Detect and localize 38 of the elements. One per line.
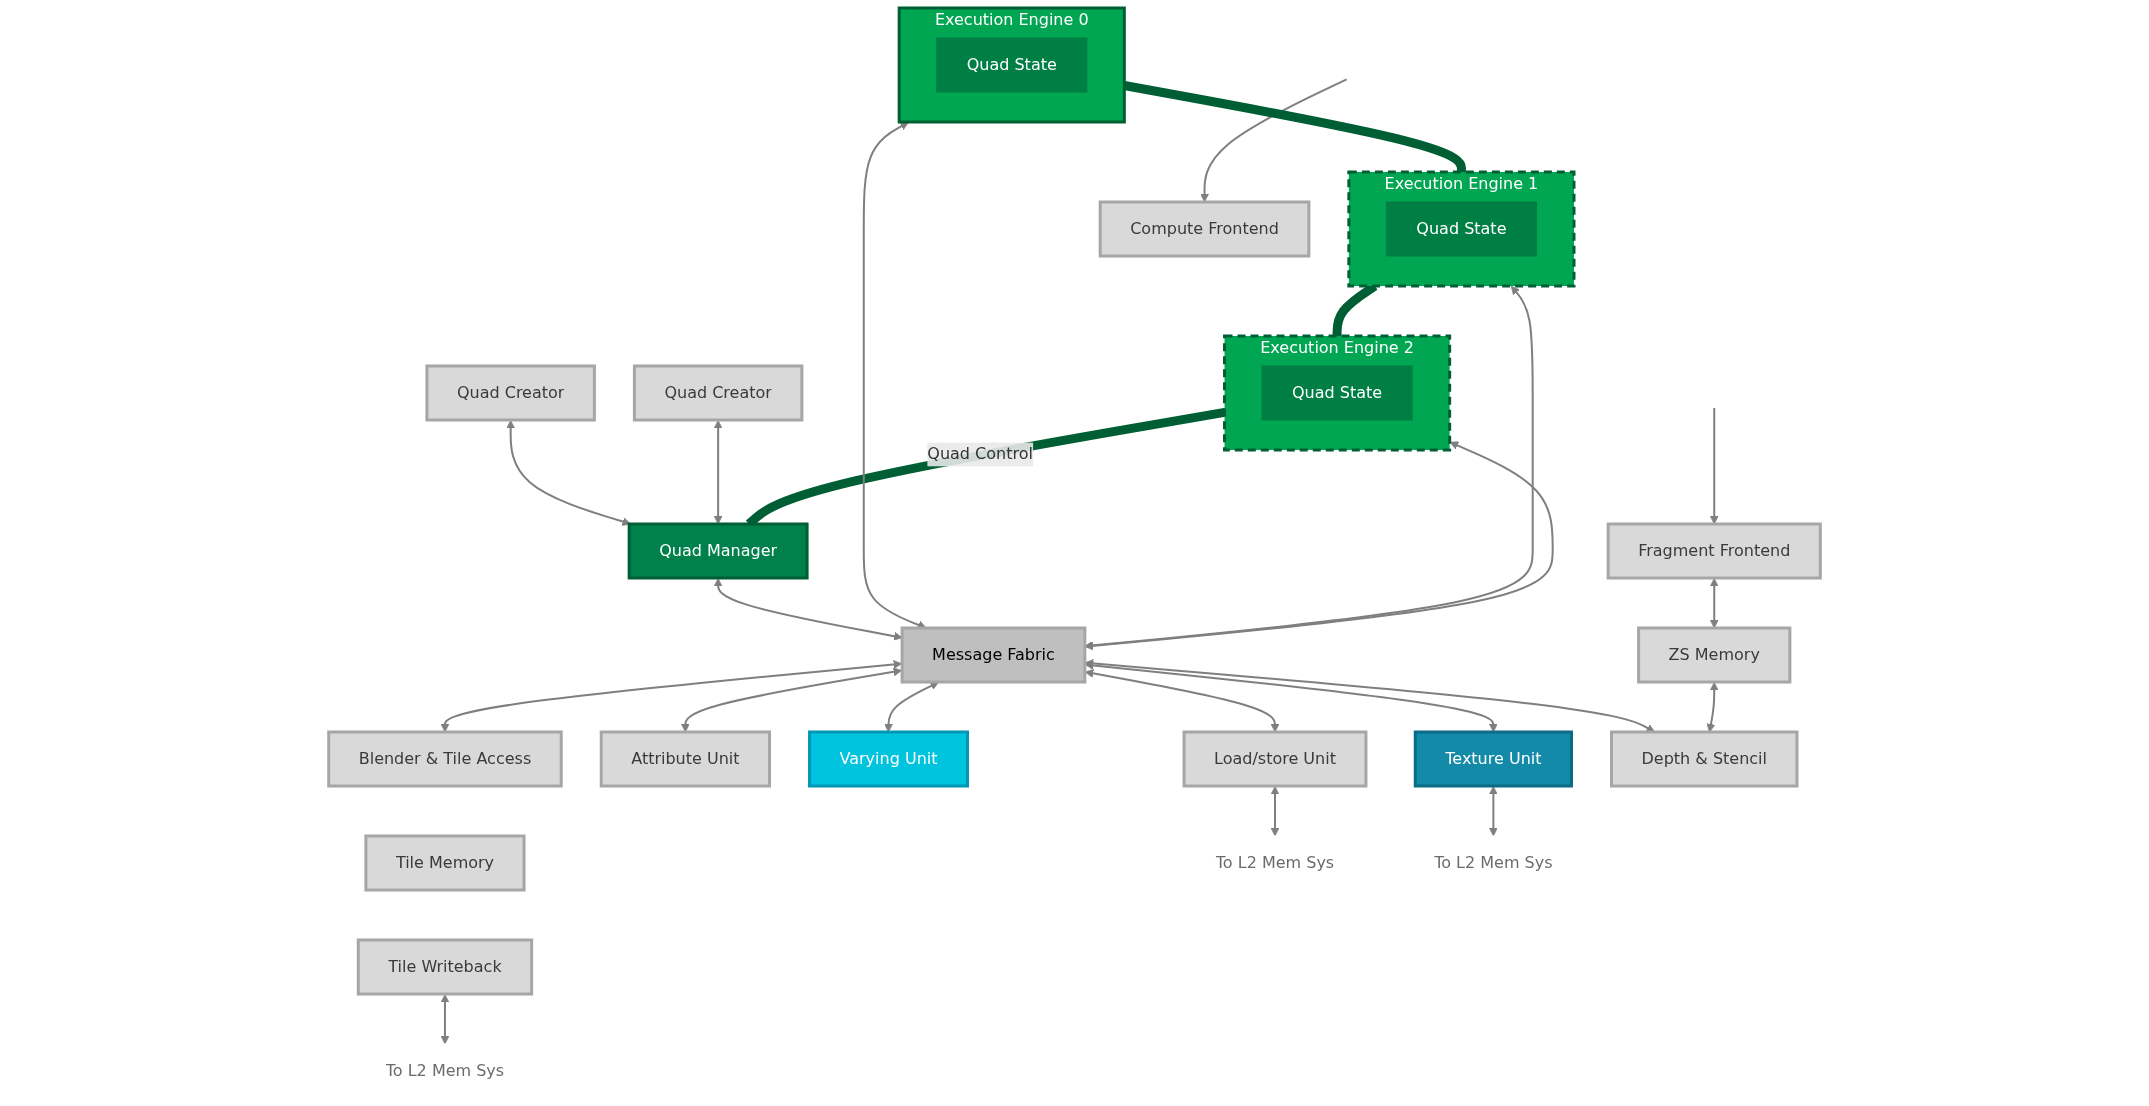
node-box: Fragment Frontend [1606, 522, 1822, 580]
arrow [1084, 659, 1656, 733]
node-box: Message Fabric [900, 626, 1087, 684]
arrow [681, 667, 903, 733]
arrow [1706, 682, 1719, 733]
node-box: Texture Unit [1413, 730, 1573, 788]
node-box: Quad State [936, 37, 1088, 93]
node-text: To L2 Mem Sys [385, 1061, 505, 1080]
arrow [1709, 578, 1719, 629]
node-box: Attribute Unit [599, 730, 772, 788]
arrow [1084, 441, 1554, 651]
node-box: Quad Manager [627, 522, 809, 580]
arrow [1709, 407, 1719, 525]
node-box: Compute Frontend [1098, 200, 1311, 258]
arrow [1489, 786, 1498, 837]
arrow [506, 420, 631, 526]
node-box: Blender & Tile Access [327, 730, 563, 788]
node-box: Quad Creator [425, 364, 596, 422]
node-box: ZS Memory [1637, 626, 1792, 684]
arrow [440, 660, 903, 733]
arrow [440, 994, 450, 1045]
arrow [713, 578, 903, 641]
arrow [1084, 661, 1498, 733]
node-box: Varying Unit [808, 730, 969, 788]
node-box: Tile Writeback [356, 938, 534, 996]
arrow [1084, 669, 1280, 733]
node-box: Quad State [1261, 365, 1413, 421]
arrow [1200, 78, 1348, 203]
edge-label: Quad Control [927, 444, 1033, 464]
node-box: Quad Creator [632, 364, 804, 422]
node-text: To L2 Mem Sys [1434, 853, 1553, 872]
arrow [713, 420, 723, 525]
arrow [1270, 786, 1280, 837]
node-box: Load/store Unit [1182, 730, 1368, 788]
node-text: To L2 Mem Sys [1215, 853, 1335, 872]
node-box: Depth & Stencil [1610, 730, 1799, 788]
node-box: Quad State [1385, 201, 1537, 257]
node-box: Tile Memory [364, 834, 526, 892]
